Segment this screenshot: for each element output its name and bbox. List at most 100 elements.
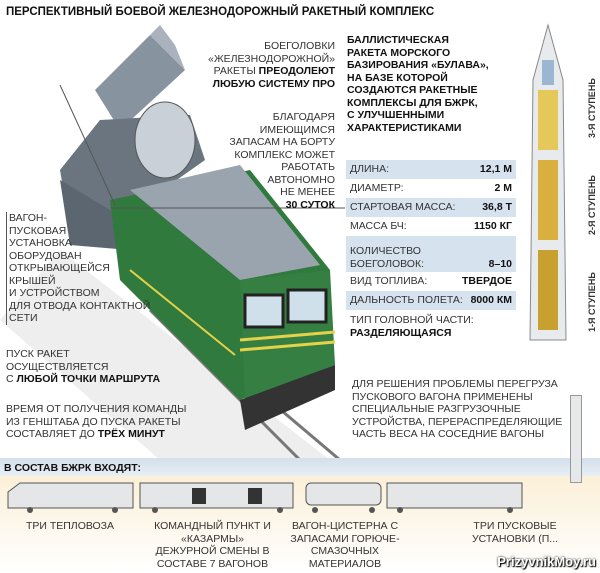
text-line: комплексы для БЖРК,: [347, 96, 478, 109]
locomotive-car: [7, 482, 134, 513]
spec-value: 2 м: [494, 182, 512, 195]
text-line: запасам на борту: [229, 136, 335, 148]
spec-value: 12,1 м: [479, 163, 512, 176]
spec-row: Диаметр: 2 м: [346, 179, 516, 198]
text-bold: трёх минут: [97, 428, 165, 440]
composition-item: Три пусковые установки (п...: [471, 520, 559, 545]
text-line: работать: [281, 161, 335, 173]
spec-table: Длина: 12,1 м Диаметр: 2 м Стартовая масса…: [346, 160, 516, 339]
text-line: ракета морского: [347, 46, 451, 59]
overload-note: Для решения проблемы перегруза пускового…: [352, 378, 562, 441]
text-line: пусковая: [9, 224, 67, 237]
text-line: из Генштаба до пуска ракеты: [6, 415, 181, 428]
train-illustration: [0, 25, 345, 460]
composition-item: Три тепловоза: [25, 520, 115, 532]
time-note: Время от получения команды из Генштаба д…: [6, 403, 186, 441]
launcher-car: [386, 482, 523, 513]
composition-band: [0, 458, 600, 476]
spec-row: Масса БЧ: 1150 кг: [346, 217, 516, 236]
text-line: устройства, перераспределяющие: [352, 415, 563, 428]
text-line: Баллистическая: [347, 34, 449, 46]
text-line: автономно: [267, 173, 335, 186]
spec-row: Длина: 12,1 м: [346, 160, 516, 179]
text-line: характеристиками: [347, 121, 462, 134]
text-line: на базе которой: [347, 71, 448, 84]
text-line: Время от получения команды: [6, 403, 187, 415]
stage-label: 1-я ступень: [587, 271, 597, 332]
cab-window: [286, 288, 328, 324]
composition-heading: В состав БЖРК входят:: [4, 462, 141, 474]
launch-note: Пуск ракет осуществляется с любой точки …: [6, 348, 160, 386]
text-line: базирования «Булава»,: [347, 59, 489, 71]
missile: [95, 25, 185, 130]
spec-label: Дальность полета:: [350, 294, 463, 307]
text-line: открывающейся: [9, 262, 110, 274]
stage-label: 2-я ступень: [587, 175, 597, 235]
watermark: PrizyvnikMoy.ru: [497, 554, 596, 569]
text: ракеты: [213, 65, 256, 77]
missile-intro: Баллистическая ракета морского базирован…: [347, 34, 489, 134]
spec-label: Тип головной части:: [350, 314, 474, 326]
text-line: не менее: [280, 186, 335, 198]
text-line: Вагон-: [9, 212, 48, 224]
command-car: [139, 482, 294, 513]
train-composition: [7, 482, 523, 513]
spec-value: 1150 кг: [473, 220, 512, 233]
spec-row: Стартовая масса: 36,8 т: [346, 198, 516, 217]
text-line: ракеты преодолеют: [165, 65, 335, 78]
text-line: установка: [9, 237, 72, 249]
text-line: специальные разгрузочные: [352, 403, 521, 415]
spec-label: Стартовая масса:: [350, 201, 456, 214]
text-line: создаются ракетные: [347, 84, 478, 96]
stage-label: 3-я ступень: [587, 78, 597, 139]
composition-item: Командный пункт и «казармы» дежурной сме…: [154, 520, 271, 570]
text-line: сети: [9, 312, 38, 324]
text-line: крышей: [9, 274, 56, 287]
text-line: и устройством: [9, 287, 100, 299]
spec-label: Длина:: [350, 163, 390, 176]
text: составляет до: [6, 428, 98, 440]
text-line: с улучшенными: [347, 109, 445, 121]
text-line: часть веса на соседние вагоны: [352, 428, 545, 440]
warhead-type: Тип головной части: разделяющаяся: [346, 310, 516, 339]
spec-value: разделяющаяся: [350, 326, 452, 339]
text-bold: любой точки маршрута: [16, 373, 161, 385]
text-line: имеющимся: [259, 123, 335, 136]
text-line: Боеголовки: [264, 40, 335, 52]
missile-diagram: [529, 23, 567, 341]
text-line: для отвода контактной: [9, 299, 151, 312]
stage-labels: 1-я ступень 2-я ступень 3-я ступень: [586, 60, 599, 350]
tank-car: [305, 482, 382, 513]
text-line: Благодаря: [272, 111, 335, 123]
page-title: Перспективный боевой железнодорожный рак…: [6, 6, 435, 18]
spec-label: Диаметр:: [350, 182, 404, 195]
text-bold: любую систему ПРО: [212, 77, 335, 90]
spec-value: 36,8 т: [482, 201, 512, 214]
text-bold: 30 суток: [285, 198, 335, 211]
spec-row: Вид топлива: твердое: [346, 272, 516, 291]
warheads-note: Боеголовки «железнодорожной» ракеты прео…: [165, 40, 335, 90]
cab-window: [243, 293, 285, 329]
raised-missile: [570, 395, 582, 483]
text: с: [6, 373, 17, 385]
autonomy-note: Благодаря имеющимся запасам на борту ком…: [225, 111, 335, 211]
composition-item: Вагон-цистерна с запасами горюче-смазочн…: [290, 520, 400, 570]
text-line: оборудован: [9, 249, 82, 262]
text-line: составляет до трёх минут: [6, 428, 186, 441]
text-line: Для решения проблемы перегруза: [352, 378, 558, 390]
text-line: с любой точки маршрута: [6, 373, 160, 386]
text-line: осуществляется: [6, 360, 109, 373]
spec-label: Количество боеголовок:: [350, 245, 425, 270]
locomotive: [110, 165, 336, 430]
text-line: Пуск ракет: [6, 348, 70, 360]
wagon-note: Вагон- пусковая установка оборудован отк…: [6, 212, 150, 325]
spec-label: Масса БЧ:: [350, 220, 407, 233]
spec-label: Вид топлива:: [350, 275, 428, 288]
text-line: пускового вагона применены: [352, 390, 533, 403]
spec-value: твердое: [462, 275, 512, 288]
spec-value: 8000 км: [470, 294, 512, 307]
spec-row: Количество боеголовок: 8–10: [346, 236, 516, 272]
spec-row: Дальность полета: 8000 км: [346, 291, 516, 310]
text-line: комплекс может: [234, 148, 335, 161]
spec-value: 8–10: [488, 257, 512, 270]
